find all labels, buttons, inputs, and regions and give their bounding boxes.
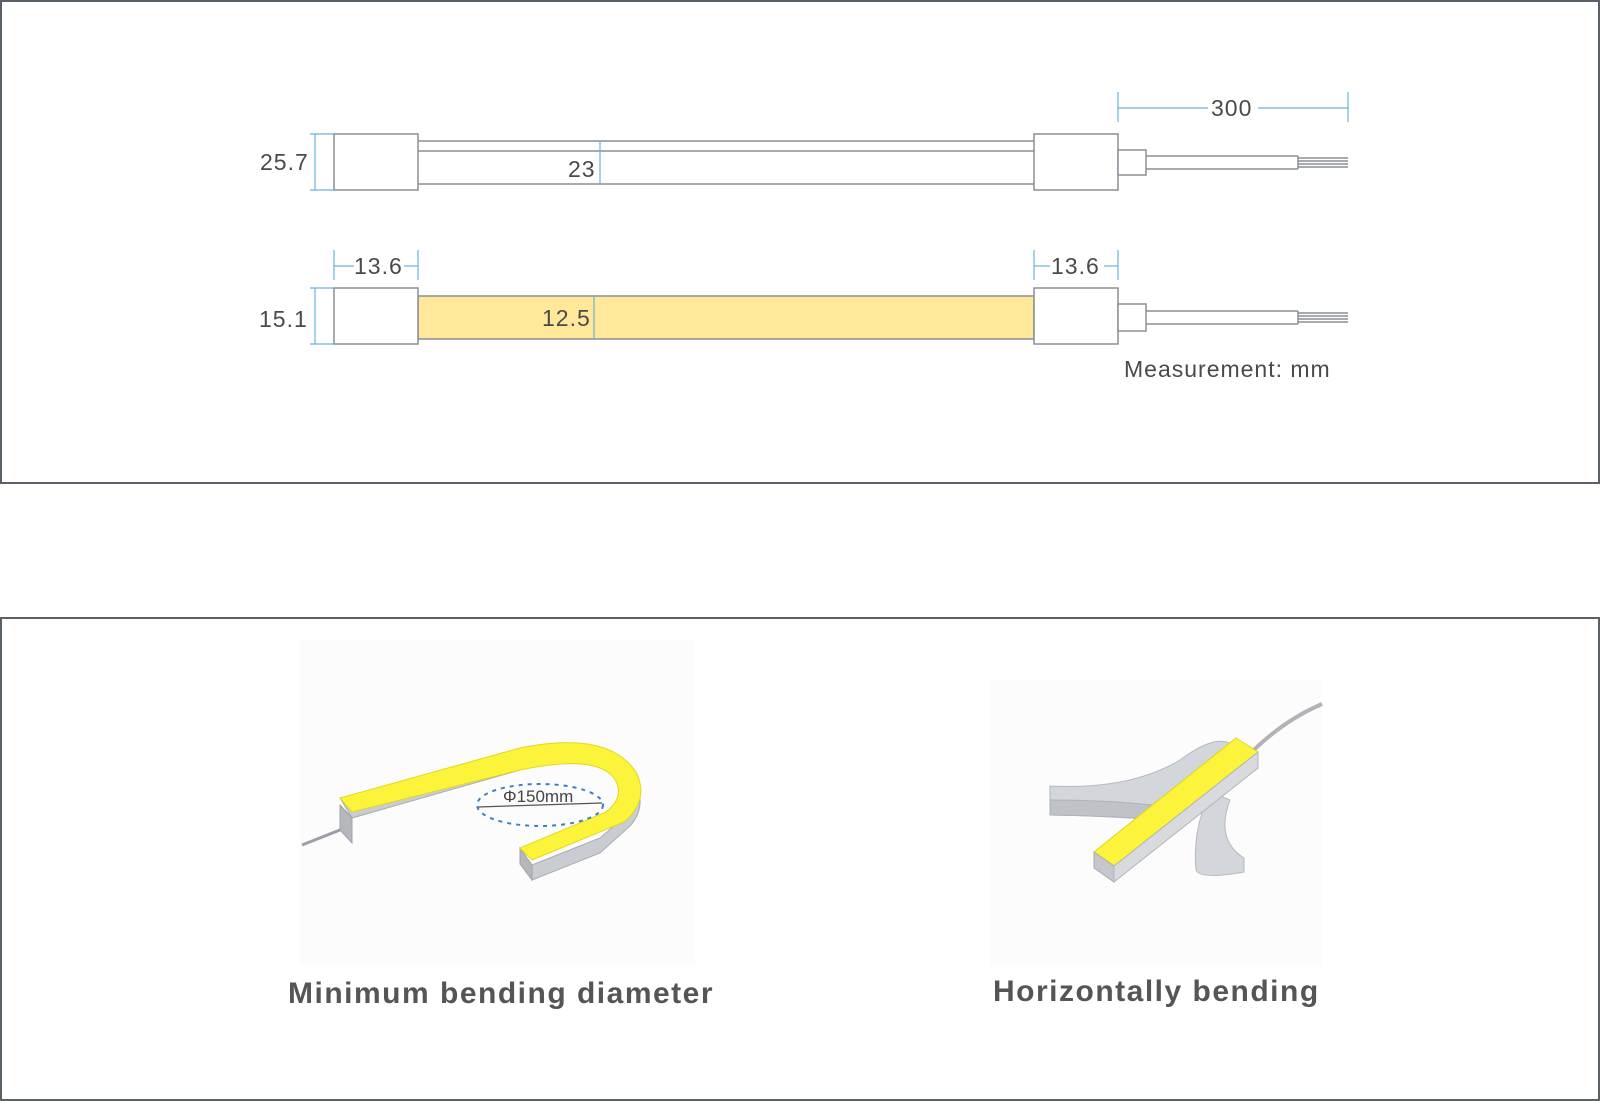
side-height-label: 15.1 (259, 306, 308, 332)
bend-diameter-ellipse (476, 783, 604, 827)
cable-gland-side (1117, 303, 1147, 332)
right-end-cap (1033, 133, 1119, 191)
top-inner-label: 23 (568, 156, 596, 182)
cable-gland (1117, 149, 1147, 176)
top-view (333, 133, 1348, 191)
bending-illustration-panel (0, 617, 1600, 1101)
side-view-dimensions (310, 250, 1119, 345)
side-view (333, 287, 1348, 345)
horizontal-bending-caption: Horizontally bending (993, 975, 1320, 1008)
right-end-cap-side (1033, 287, 1119, 345)
led-emitting-strip (417, 295, 1035, 340)
u-bend-illustration: Φ150mm (300, 640, 695, 965)
technical-drawing-panel (0, 0, 1600, 484)
side-inner-label: 12.5 (542, 305, 591, 331)
min-bending-diameter-caption: Minimum bending diameter (288, 977, 715, 1010)
left-end-cap (333, 133, 419, 191)
unit-note: Measurement: mm (1124, 356, 1331, 382)
left-end-cap-side (333, 287, 419, 345)
top-view-dimensions (310, 92, 1349, 191)
right-cap-label: 13.6 (1051, 253, 1100, 279)
horizontal-bend-illustration (990, 680, 1323, 965)
top-height-label: 25.7 (260, 149, 309, 175)
left-cap-label: 13.6 (354, 253, 403, 279)
cable-length-label: 300 (1211, 95, 1252, 121)
bend-diameter-label: Φ150mm (503, 787, 573, 806)
